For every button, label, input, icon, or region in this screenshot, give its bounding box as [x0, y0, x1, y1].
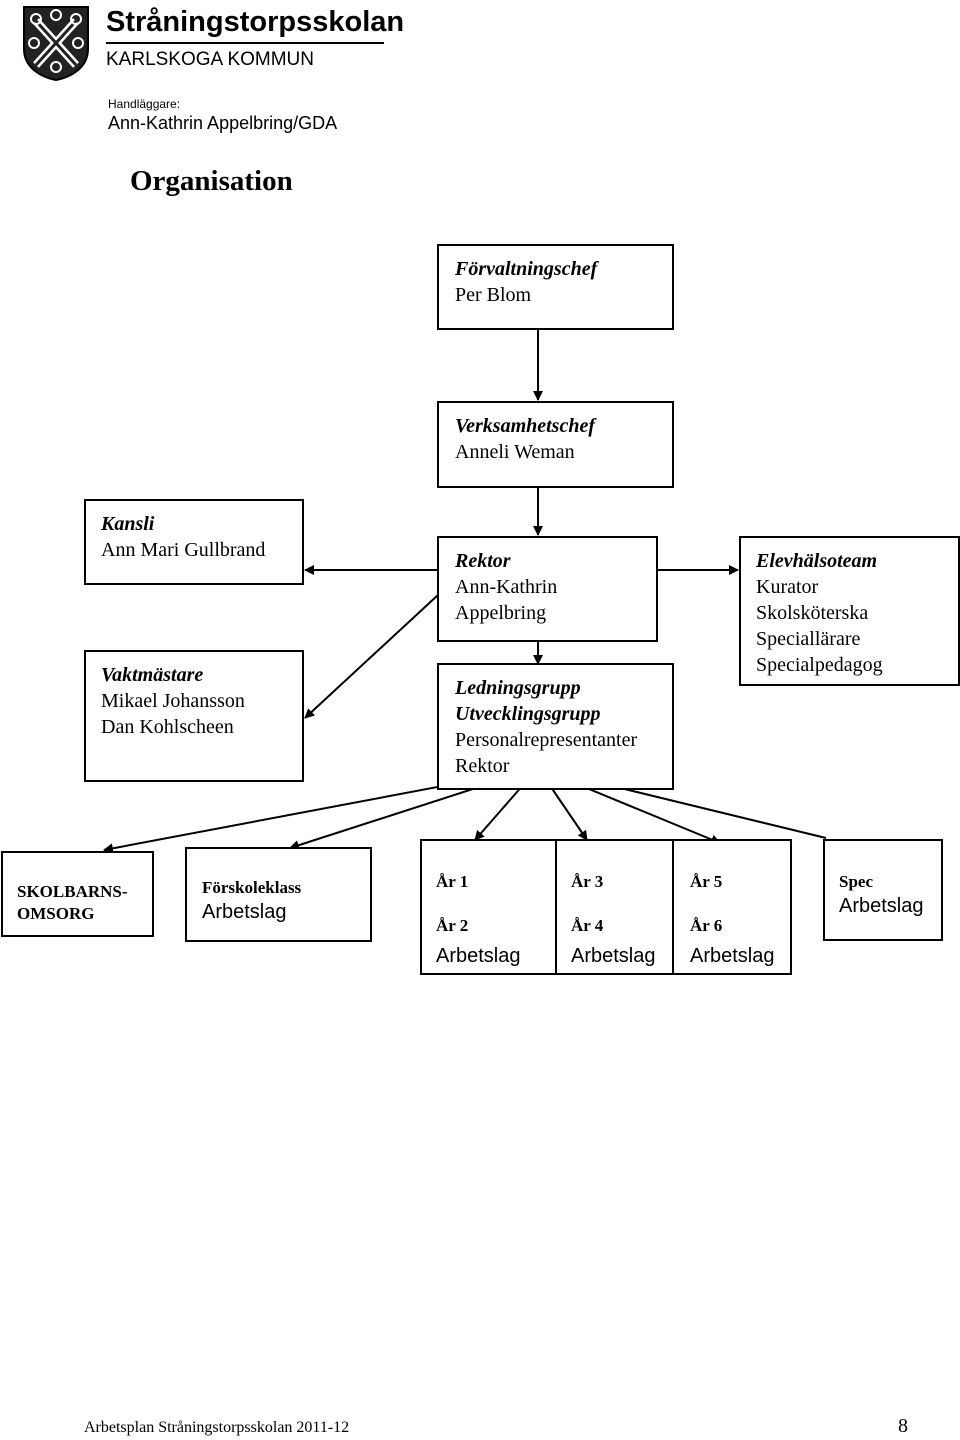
header-rule	[106, 42, 384, 44]
node-verksamhetschef: Verksamhetschef Anneli Weman	[437, 401, 674, 488]
utvecklingsgrupp-title: Utvecklingsgrupp	[455, 703, 601, 725]
forskoleklass-title: Förskoleklass	[202, 878, 302, 897]
ledningsgrupp-title: Ledningsgrupp	[455, 677, 581, 699]
forskoleklass-team: Arbetslag	[202, 901, 287, 923]
rektor-name-2: Appelbring	[455, 602, 547, 624]
vaktmastare-title: Vaktmästare	[101, 664, 204, 686]
unit-ar12: År 1 År 2 Arbetslag	[420, 839, 557, 975]
skolbarnsomsorg-line-2: OMSORG	[17, 904, 95, 923]
node-forvaltningschef: Förvaltningschef Per Blom	[437, 244, 674, 330]
node-vaktmastare: Vaktmästare Mikael Johansson Dan Kohlsch…	[84, 650, 304, 782]
elevhalsoteam-member-3: Speciallärare	[756, 628, 861, 650]
spec-title: Spec	[839, 872, 873, 891]
handler-name: Ann-Kathrin Appelbring/GDA	[108, 113, 338, 133]
forvaltningschef-title: Förvaltningschef	[455, 258, 598, 280]
unit-ar56: År 5 År 6 Arbetslag	[672, 839, 792, 975]
page-number: 8	[898, 1415, 908, 1437]
node-ledningsgrupp: Ledningsgrupp Utvecklingsgrupp Personalr…	[437, 663, 674, 790]
unit-skolbarnsomsorg: SKOLBARNS- OMSORG	[1, 851, 154, 937]
skolbarnsomsorg-line-1: SKOLBARNS-	[17, 882, 128, 901]
elevhalsoteam-member-1: Kurator	[756, 576, 819, 598]
ar3-label: År 3	[571, 872, 604, 891]
ar34-team: Arbetslag	[571, 945, 656, 967]
ledningsgrupp-line-2: Rektor	[455, 755, 510, 777]
node-kansli: Kansli Ann Mari Gullbrand	[84, 499, 304, 585]
school-logo	[20, 5, 92, 82]
elevhalsoteam-member-4: Specialpedagog	[756, 654, 883, 676]
unit-forskoleklass: Förskoleklass Arbetslag	[185, 847, 372, 942]
unit-ar34: År 3 År 4 Arbetslag	[555, 839, 674, 975]
ar5-label: År 5	[690, 872, 723, 891]
spec-team: Arbetslag	[839, 895, 924, 917]
handler-label: Handläggare:	[108, 97, 181, 111]
page-title: Organisation	[130, 165, 293, 197]
kansli-name: Ann Mari Gullbrand	[101, 539, 266, 561]
vaktmastare-name-1: Mikael Johansson	[101, 690, 245, 712]
ar12-team: Arbetslag	[436, 945, 521, 967]
node-elevhalsoteam: Elevhälsoteam Kurator Skolsköterska Spec…	[739, 536, 960, 686]
footer-text: Arbetsplan Stråningstorpsskolan 2011-12	[84, 1419, 350, 1436]
ledningsgrupp-line-1: Personalrepresentanter	[455, 729, 638, 751]
verksamhetschef-title: Verksamhetschef	[455, 415, 595, 437]
ar2-label: År 2	[436, 916, 469, 935]
ar6-label: År 6	[690, 916, 723, 935]
elevhalsoteam-title: Elevhälsoteam	[756, 550, 878, 572]
unit-spec: Spec Arbetslag	[823, 839, 943, 941]
elevhalsoteam-member-2: Skolsköterska	[756, 602, 869, 624]
vaktmastare-name-2: Dan Kohlscheen	[101, 716, 234, 738]
verksamhetschef-name: Anneli Weman	[455, 441, 575, 463]
ar4-label: År 4	[571, 916, 604, 935]
school-name: Stråningstorpsskolan	[106, 6, 405, 38]
kansli-title: Kansli	[101, 513, 155, 535]
ar56-team: Arbetslag	[690, 945, 775, 967]
rektor-name-1: Ann-Kathrin	[455, 576, 558, 598]
connector-rektor-vaktmastare	[304, 594, 439, 719]
forvaltningschef-name: Per Blom	[455, 284, 532, 306]
municipality-name: KARLSKOGA KOMMUN	[106, 49, 314, 70]
node-rektor: Rektor Ann-Kathrin Appelbring	[437, 536, 658, 642]
ar1-label: År 1	[436, 872, 469, 891]
rektor-title: Rektor	[455, 550, 511, 572]
